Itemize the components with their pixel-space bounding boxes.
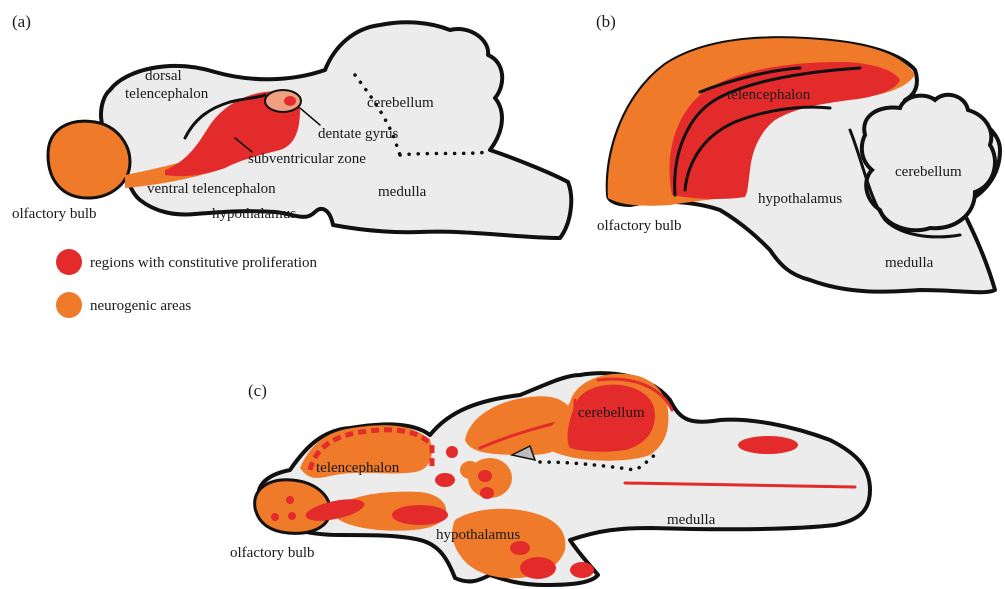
- panel-c-label-telencephalon: telencephalon: [316, 460, 400, 476]
- panel-c-label-hypothalamus: hypothalamus: [436, 527, 520, 543]
- panel-a-label-ventral: ventral telencephalon: [147, 181, 276, 197]
- legend-label-proliferation: regions with constitutive proliferation: [90, 255, 318, 271]
- panel-c-lobe-dot-1: [480, 487, 494, 499]
- panel-a-label-olfactory: olfactory bulb: [12, 206, 97, 222]
- panel-b-tag: (b): [596, 12, 616, 31]
- panel-c-mid-dot-2: [435, 473, 455, 487]
- panel-c-red-stream-2: [392, 505, 448, 525]
- panel-b-label-hypothalamus: hypothalamus: [758, 191, 842, 207]
- panel-b-label-cerebellum: cerebellum: [895, 164, 962, 180]
- panel-c-lobe-dot-2: [478, 470, 492, 482]
- panel-a-label-svz: subventricular zone: [248, 151, 366, 167]
- panel-c-hypo-red-1: [520, 557, 556, 579]
- panel-a-label-dorsal: dorsal: [145, 68, 182, 84]
- panel-a-tag: (a): [12, 12, 31, 31]
- panel-c-medulla-patch: [738, 436, 798, 454]
- panel-a-dentate-core: [284, 96, 296, 106]
- panel-c: (c): [230, 373, 870, 585]
- panel-a: (a) dorsal telencephalon cerebellum dent…: [12, 12, 571, 318]
- panel-b: (b) telencephalon cerebellum hypothalamu…: [596, 12, 1000, 292]
- legend-label-neurogenic: neurogenic areas: [90, 298, 191, 314]
- panel-a-label-dentate-gyrus: dentate gyrus: [318, 126, 399, 142]
- panel-c-lobe-2: [460, 461, 480, 479]
- legend: regions with constitutive proliferation …: [56, 249, 318, 318]
- legend-swatch-orange: [56, 292, 82, 318]
- panel-c-mid-dot-1: [446, 446, 458, 458]
- panel-b-label-telencephalon: telencephalon: [727, 87, 811, 103]
- panel-a-label-cerebellum: cerebellum: [367, 95, 434, 111]
- panel-c-label-olfactory: olfactory bulb: [230, 545, 315, 561]
- panel-a-label-telencephalon: telencephalon: [125, 86, 209, 102]
- panel-a-label-hypothalamus: hypothalamus: [212, 206, 296, 222]
- panel-b-cerebellum: [862, 95, 995, 230]
- panel-c-label-medulla: medulla: [667, 512, 716, 528]
- panel-c-hypo-red-3: [570, 562, 594, 578]
- panel-b-label-medulla: medulla: [885, 255, 934, 271]
- panel-a-olfactory-bulb: [48, 121, 130, 198]
- panel-c-ob-dot-2: [288, 512, 296, 520]
- legend-swatch-red: [56, 249, 82, 275]
- panel-c-ob-dot-3: [286, 496, 294, 504]
- panel-a-label-medulla: medulla: [378, 184, 427, 200]
- panel-c-ob-dot-1: [271, 513, 279, 521]
- panel-b-label-olfactory: olfactory bulb: [597, 218, 682, 234]
- panel-c-hypo-red-2: [510, 541, 530, 555]
- panel-c-tag: (c): [248, 381, 267, 400]
- panel-c-label-cerebellum: cerebellum: [578, 405, 645, 421]
